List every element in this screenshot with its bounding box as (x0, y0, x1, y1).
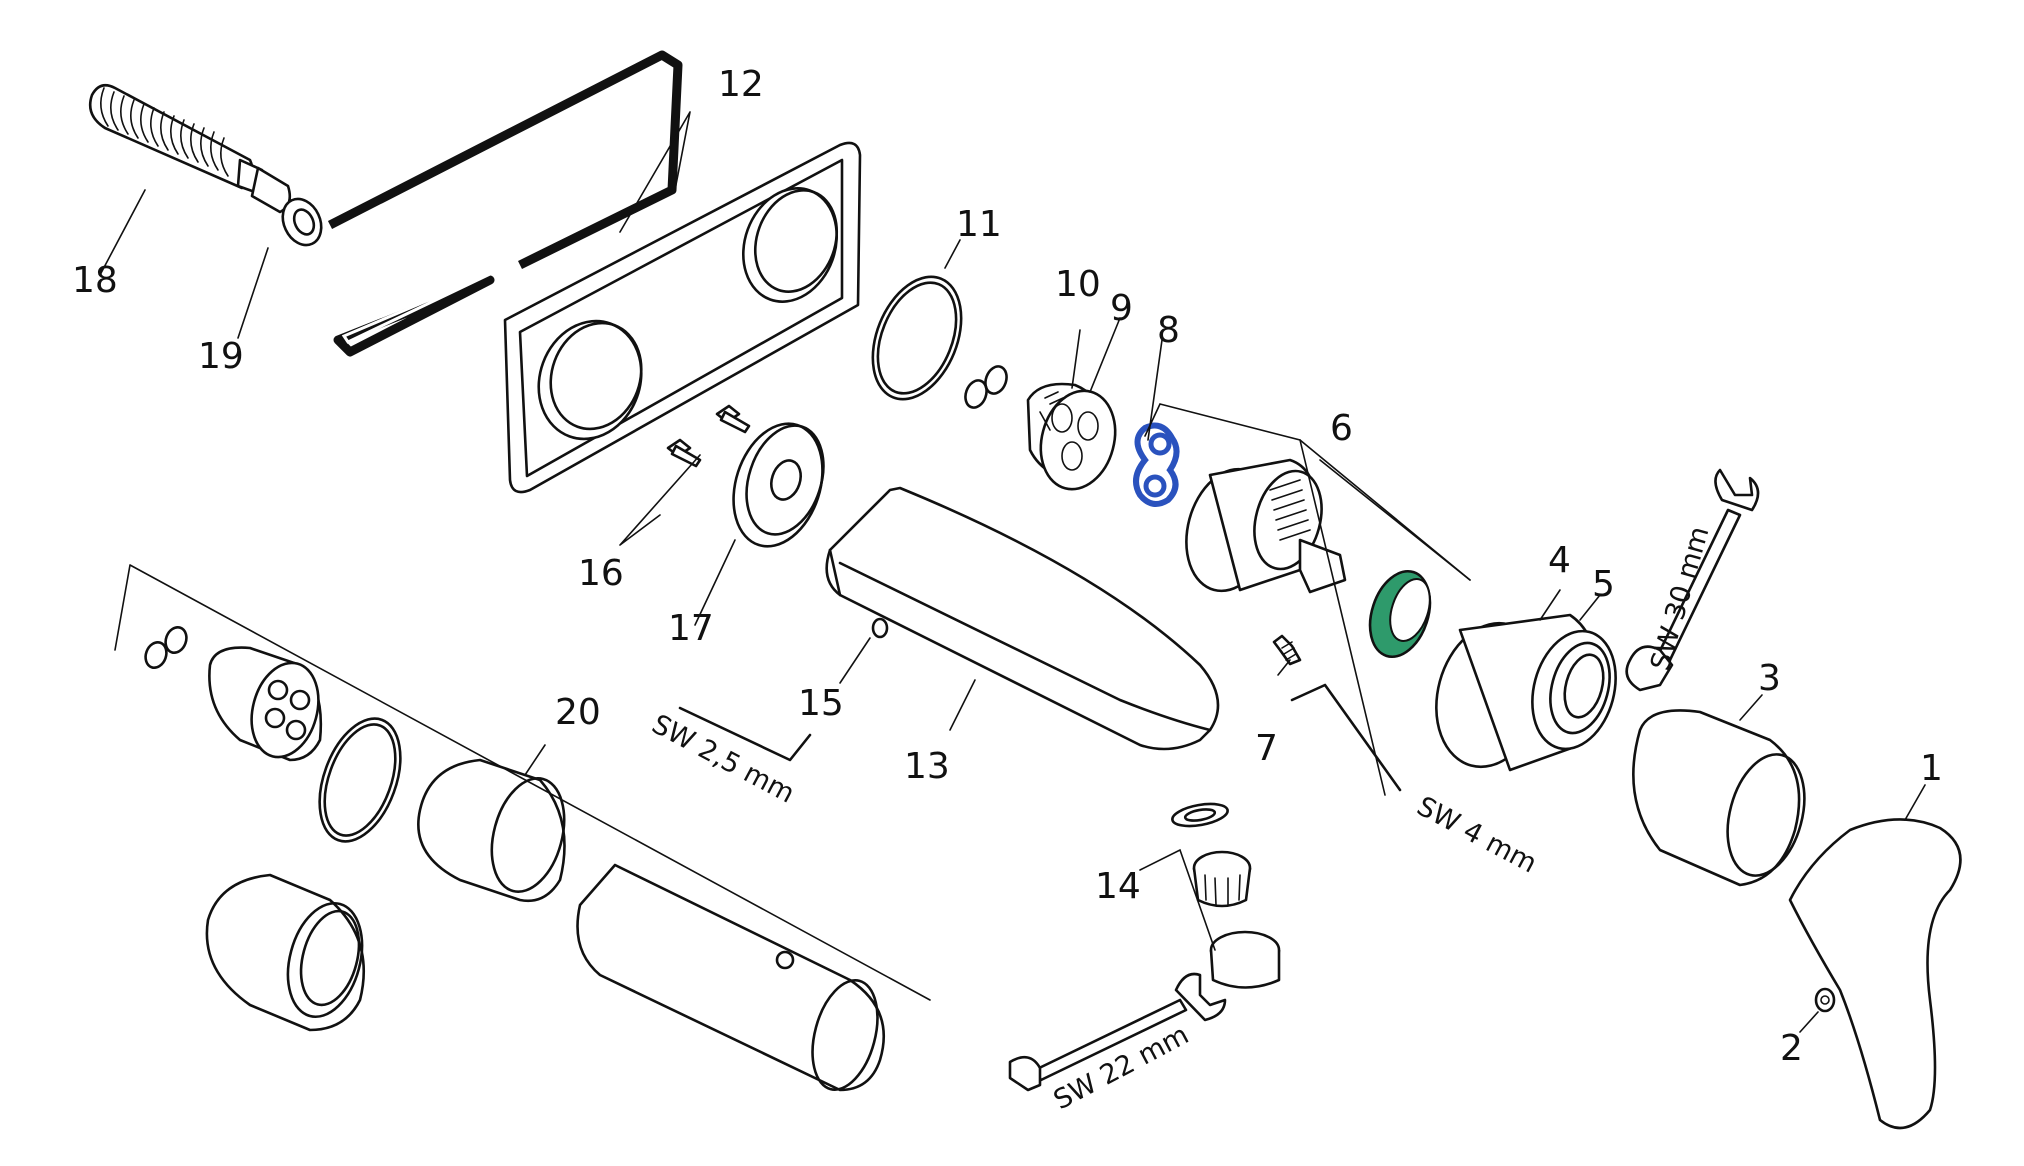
label-12: 12 (718, 64, 764, 105)
part-12-cover-plate (503, 141, 862, 494)
label-3: 3 (1758, 658, 1781, 699)
part-17-rosette (732, 422, 825, 548)
label-sw-4: SW 4 mm (1412, 791, 1542, 880)
wrench-30mm (1625, 468, 1760, 692)
part-12-gasket-frame (327, 50, 683, 357)
part-10-9-cartridge-base (1026, 382, 1117, 491)
part-16-screws (666, 404, 751, 468)
wrench-22mm (1008, 972, 1227, 1092)
label-16: 16 (578, 553, 624, 594)
part-11-o-ring (871, 275, 963, 401)
hex-key-4mm (1290, 683, 1402, 792)
label-9: 9 (1110, 288, 1133, 329)
label-19: 19 (198, 336, 244, 377)
label-sw-2-5: SW 2,5 mm (647, 709, 800, 810)
label-sw-30: SW 30 mm (1645, 523, 1716, 674)
part-green-ring (1368, 569, 1432, 659)
label-18: 18 (72, 260, 118, 301)
part-labels: 12 18 19 11 10 9 8 6 4 5 3 1 2 7 16 17 1… (72, 64, 1943, 1069)
label-15: 15 (798, 683, 844, 724)
part-18-flexible-hose (88, 83, 292, 214)
part-14-aerator (1171, 802, 1281, 989)
label-1: 1 (1920, 748, 1943, 789)
label-20: 20 (555, 692, 601, 733)
label-14: 14 (1095, 866, 1141, 907)
part-2-small-screw (1814, 987, 1836, 1013)
hex-key-2-5mm (678, 706, 812, 762)
part-13-spout (825, 486, 1220, 751)
part-15-grub-screw (871, 617, 889, 639)
part-4-5-escutcheon (1435, 613, 1617, 772)
label-8: 8 (1157, 310, 1180, 351)
part-1-lever-handle (1788, 818, 1962, 1130)
label-11: 11 (956, 204, 1002, 245)
part-20-extension-assembly (144, 626, 885, 1092)
label-7: 7 (1255, 728, 1278, 769)
part-7-screw (1272, 634, 1302, 666)
label-13: 13 (904, 746, 950, 787)
leader-lines (99, 111, 1926, 1033)
part-8-blue-seal (1133, 422, 1180, 507)
part-3-cap (1632, 709, 1806, 887)
label-4: 4 (1548, 540, 1571, 581)
label-6: 6 (1330, 408, 1353, 449)
part-19-fitting (281, 197, 323, 247)
label-10: 10 (1055, 264, 1101, 305)
label-2: 2 (1780, 1028, 1803, 1069)
part-small-seals (964, 365, 1008, 409)
label-5: 5 (1592, 564, 1615, 605)
part-6-cartridge (1185, 458, 1347, 594)
label-17: 17 (668, 608, 714, 649)
